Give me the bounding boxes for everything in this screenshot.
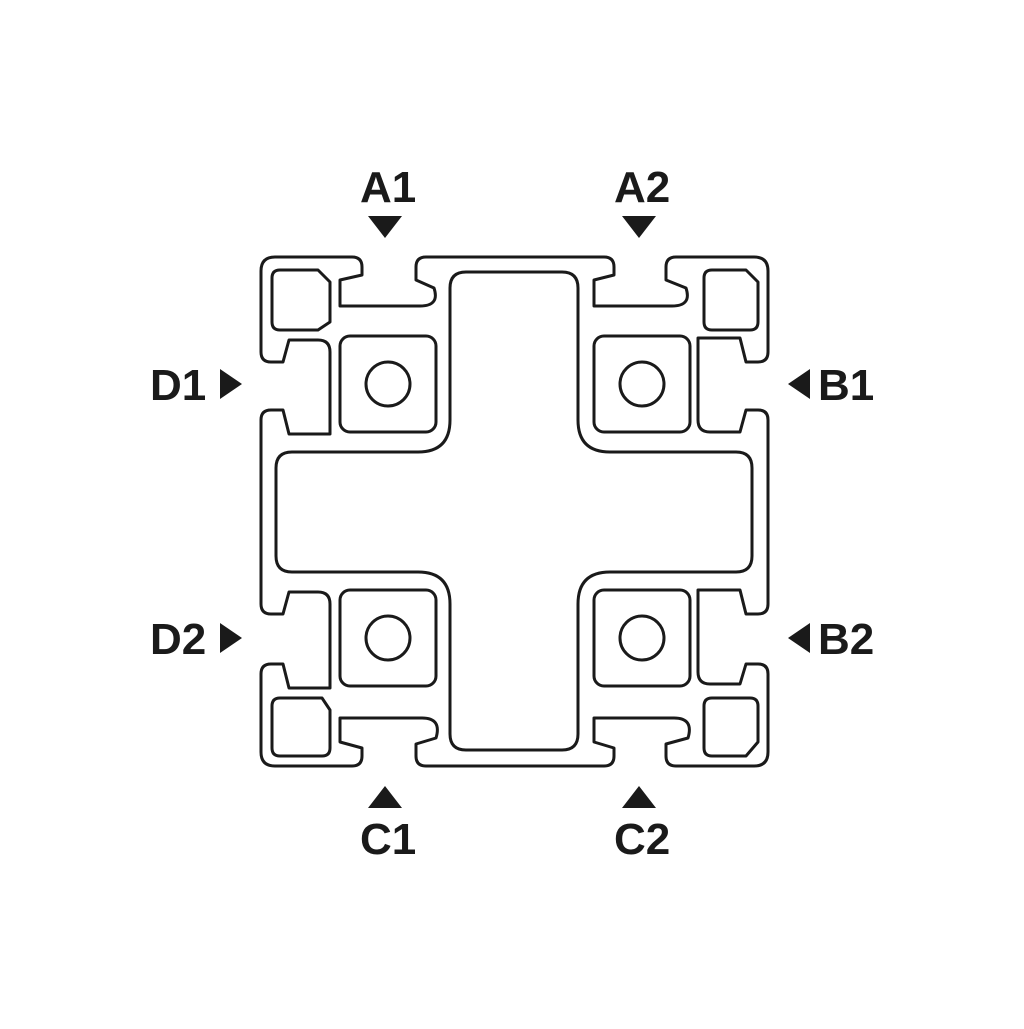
slot-label-a1: A1 bbox=[360, 163, 417, 212]
arrow-up-icon bbox=[622, 786, 656, 808]
arrow-left-icon bbox=[788, 369, 810, 399]
core-bore-bottom-right bbox=[592, 588, 692, 688]
core-bore-bottom-left bbox=[338, 588, 438, 688]
arrow-down-icon bbox=[622, 216, 656, 238]
core-bore-top-left bbox=[338, 334, 438, 434]
arrow-right-icon bbox=[220, 623, 242, 653]
corner-cavity-bottom-left bbox=[270, 696, 332, 758]
arrow-left-icon bbox=[788, 623, 810, 653]
slot-label-b2: B2 bbox=[818, 615, 875, 664]
slot-label-c1: C1 bbox=[360, 815, 417, 864]
corner-cavity-bottom-right bbox=[702, 696, 760, 758]
arrow-right-icon bbox=[220, 369, 242, 399]
slot-label-a2: A2 bbox=[614, 163, 671, 212]
slot-label-b1: B1 bbox=[818, 361, 875, 410]
corner-cavity-top-right bbox=[702, 268, 760, 332]
slot-label-c2: C2 bbox=[614, 815, 671, 864]
center-cross-cavity bbox=[274, 270, 754, 752]
slot-label-d1: D1 bbox=[150, 361, 207, 410]
slot-label-d2: D2 bbox=[150, 615, 207, 664]
core-bore-top-right bbox=[592, 334, 692, 434]
corner-cavity-top-left bbox=[270, 268, 332, 332]
arrow-up-icon bbox=[368, 786, 402, 808]
arrow-down-icon bbox=[368, 216, 402, 238]
